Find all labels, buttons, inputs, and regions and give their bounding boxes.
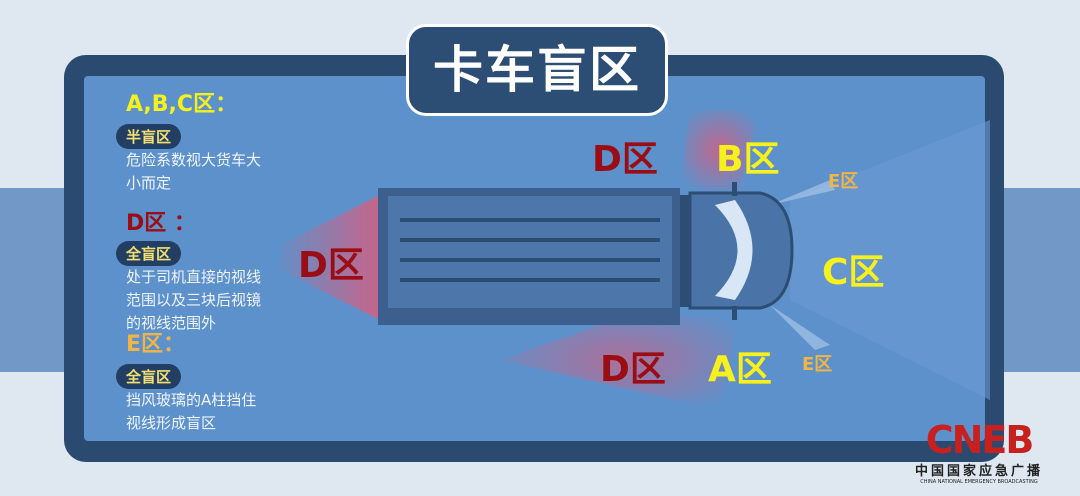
- d-zone-top: [680, 110, 760, 190]
- desc-line: 小而定: [126, 174, 172, 192]
- desc-line: 危险系数视大货车大: [126, 151, 262, 169]
- zone-label-e-top: E区: [828, 171, 859, 192]
- page-title: 卡车盲区: [406, 24, 668, 116]
- badge: 全盲区: [116, 241, 182, 266]
- legend-heading: A,B,C区：: [126, 92, 238, 117]
- zone-label-a: A区: [708, 349, 772, 390]
- desc-line: 的视线范围外: [126, 314, 217, 332]
- zone-label-d-rear: D区: [298, 245, 364, 286]
- e-zone-top: [770, 180, 835, 205]
- zone-label-d-bottom: D区: [600, 349, 666, 390]
- d-zone-bottom: [500, 310, 740, 410]
- d-zone-rear: [280, 195, 380, 320]
- zone-label-b: B区: [716, 139, 780, 180]
- desc-line: 范围以及三块后视镜: [126, 291, 262, 309]
- desc-line: 处于司机直接的视线: [126, 268, 262, 286]
- legend-d: D区 ： 全盲区 处于司机直接的视线 范围以及三块后视镜 的视线范围外: [116, 205, 262, 335]
- truck: [378, 182, 794, 325]
- zone-label-e-bottom: E区: [802, 354, 833, 375]
- legend-abc: A,B,C区： 半盲区 危险系数视大货车大 小而定: [116, 86, 262, 195]
- legend-heading: E区：: [126, 332, 186, 357]
- badge: 全盲区: [116, 364, 182, 389]
- legend-heading: D区 ：: [126, 211, 196, 236]
- logo-en: CHINA NATIONAL EMERGENCY BROADCASTING: [920, 479, 1038, 485]
- legend-e: E区： 全盲区 挡风玻璃的A柱挡住 视线形成盲区: [116, 326, 257, 435]
- badge: 半盲区: [116, 124, 182, 149]
- desc-line: 挡风玻璃的A柱挡住: [126, 391, 257, 409]
- logo-mark: CNEB: [925, 418, 1035, 462]
- c-zone: [790, 120, 990, 400]
- e-zone-bottom: [770, 305, 830, 350]
- cneb-logo: CNEB 中国国家应急广播 CHINA NATIONAL EMERGENCY B…: [904, 420, 1054, 485]
- zone-label-d-top: D区: [592, 139, 658, 180]
- logo-cn: 中国国家应急广播: [914, 464, 1043, 479]
- desc-line: 视线形成盲区: [126, 414, 217, 432]
- zone-label-c: C区: [822, 252, 885, 293]
